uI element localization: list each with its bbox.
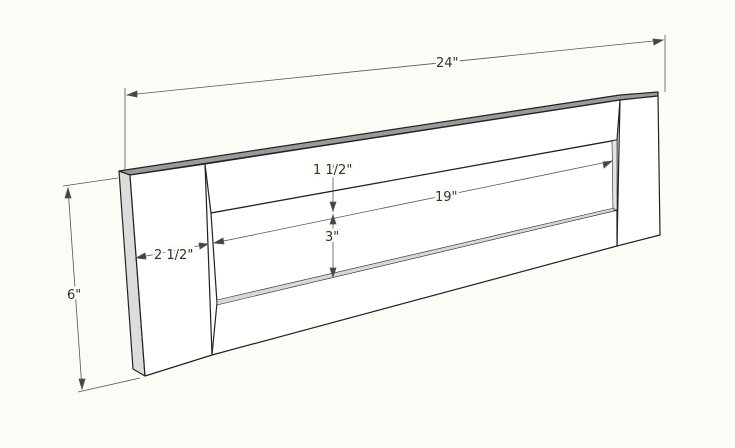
dim-line-24: [126, 39, 664, 96]
panel-groove-right: [611, 139, 618, 211]
label-rail-width: 1 1/2": [313, 163, 352, 178]
dimension-annotations: 24" 6" 1 1/2" 3" 19" 2 1/2": [62, 35, 666, 393]
dim-line-6: [67, 187, 83, 390]
dim-line-stile: [135, 243, 209, 259]
right-stile: [616, 95, 661, 247]
label-overall-height: 6": [67, 288, 81, 303]
dim-line-panel-length: [213, 160, 613, 244]
panel-model: [118, 91, 661, 377]
label-overall-length: 24": [436, 56, 459, 71]
label-panel-length: 19": [435, 190, 458, 205]
left-stile: [129, 163, 213, 377]
label-panel-height: 3": [325, 230, 339, 245]
label-stile-width: 2 1/2": [154, 248, 193, 263]
bottom-rail-groove: [216, 207, 615, 306]
